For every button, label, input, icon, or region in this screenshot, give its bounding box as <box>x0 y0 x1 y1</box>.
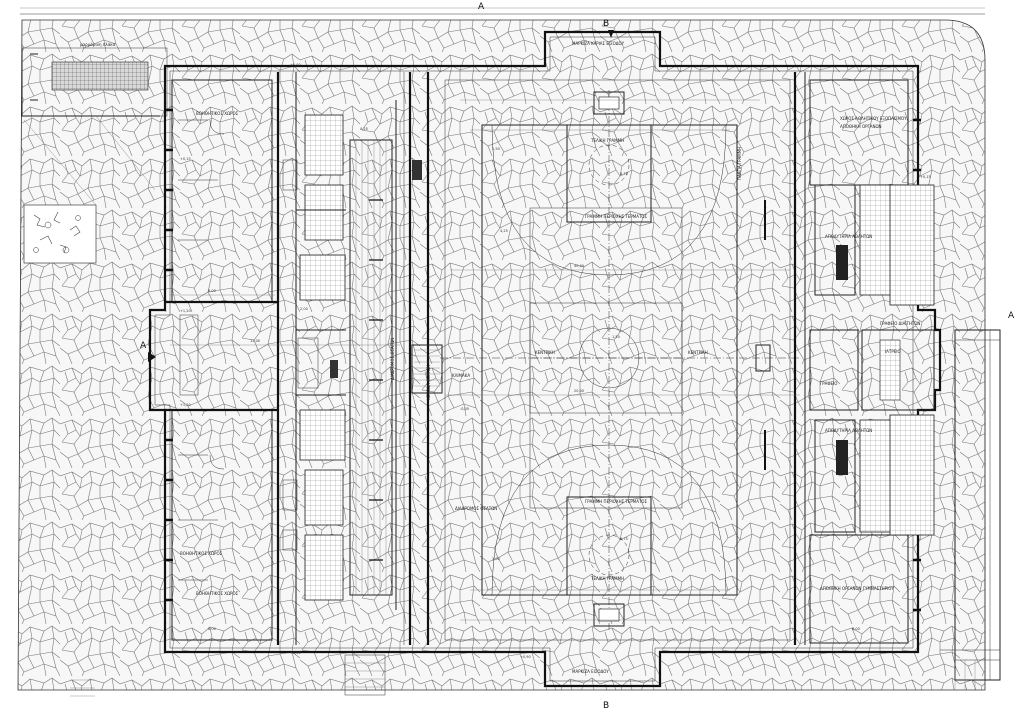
label-bottom-entrance: ΜΑΡΚΙΖΑ ΕΙΣΟΔΟΥ <box>572 669 609 674</box>
dimension-stand-depth: 4,25 <box>500 229 508 233</box>
dimension-room-width: 6,00 <box>208 289 216 293</box>
left-toilets <box>282 114 346 601</box>
label-left-room-bottom: ΒΟΗΘΗΤΙΚΟΣ ΧΩΡΟΣ <box>196 591 239 596</box>
dimension-room-width-2: 6,00 <box>208 627 216 631</box>
label-court-side-line: ΠΛΑΓΙΑ ΓΡΑΜΜΗ <box>737 147 742 180</box>
label-stand: ΚΕΡΚΙΔΑ ΘΕΑΤΩΝ <box>426 365 431 400</box>
label-right-changing-top: ΑΠΟΔΥΤΗΡΙΑ ΑΘΛΗΤΩΝ <box>825 234 872 239</box>
left-wing <box>165 72 430 645</box>
elevation-e5: +0,90 <box>520 655 531 659</box>
section-markers: A A B B A <box>140 2 1015 711</box>
label-right-referee: ΓΡΑΦΕΙΟ ΔΙΑΙΤΗΤΩΝ <box>880 321 920 326</box>
elevation-e6: +0,15 <box>920 175 931 179</box>
label-court-center-left: ΚΕΝΤΡΙΚΗ <box>535 350 555 355</box>
label-court-bottom-line: ΤΕΛΙΚΗ ΓΡΑΜΜΗ <box>590 576 624 581</box>
label-top-entrance: ΜΑΡΚΙΖΑ ΚΥΡΙΑΣ ΕΙΣΟΔΟΥ <box>572 41 625 46</box>
label-court-misc: ΔΙΑΔΡΟΜΟΣ ΘΕΑΤΩΝ <box>455 506 497 511</box>
elevation-e2: +0,15 <box>180 157 191 161</box>
section-marker-a-right: A <box>1008 311 1015 321</box>
label-court-top-line: ΤΕΛΙΚΗ ΓΡΑΜΜΗ <box>590 138 624 143</box>
planter <box>23 204 97 264</box>
elevation-e4: +1,20 <box>180 309 191 313</box>
entrance-ramp <box>21 47 168 117</box>
label-right-changing-bottom: ΑΠΟΔΥΤΗΡΙΑ ΑΘΛΗΤΩΝ <box>825 428 872 433</box>
section-marker-top-center: A <box>478 2 485 12</box>
dimension-court-width: 20,00 <box>574 389 584 393</box>
bottom-steps <box>70 654 976 697</box>
section-marker-b-top: B <box>603 19 609 29</box>
dimension-lines: 40,00 20,00 6,00 12,00 6,00 8,00 4,25 2,… <box>170 127 860 631</box>
label-stair: ΚΛΙΜΑΚΑ <box>452 373 470 378</box>
label-goal-area-top: ΓΡΑΜΜΗ ΠΕΡΙΟΧΗΣ ΤΕΡΜΑΤΟΣ <box>585 214 648 219</box>
dimension-misc2: 3,00 <box>492 557 500 561</box>
label-right-bottom-room: ΑΠΟΘΗΚΗ ΟΡΓΑΝΩΝ ΓΥΜΝΑΣΤΗΡΙΟΥ <box>820 586 894 591</box>
label-top-left-note: μαρμάρινη πλάκα <box>80 42 116 47</box>
label-right-top-room: ΧΩΡΟΣ ΑΘΛΗΤΙΚΟΥ ΕΞΟΠΛΙΣΜΟΥ <box>840 116 907 121</box>
dimension-overall-width: 12,00 <box>250 339 260 343</box>
dimension-misc6: 2,00 <box>300 307 308 311</box>
elevation-e8: +0,00 <box>290 651 301 655</box>
elevation-e1: +0,00 <box>290 63 301 67</box>
court <box>440 79 800 641</box>
dimension-misc4: 1,50 <box>612 335 620 339</box>
spectator-stands <box>349 100 443 610</box>
dimension-misc3b: 6,75 <box>620 537 628 541</box>
elevation-e7: +1,20 <box>180 403 191 407</box>
dimension-misc5: 0,25 <box>360 127 368 131</box>
elevation-e3: -0,05 <box>460 407 469 411</box>
label-court-center-right: ΚΕΝΤΡΙΚΗ <box>688 350 708 355</box>
label-left-corridor: ΔΙΑΔΡΟΜΟΣ ΘΕΑΤΩΝ <box>390 338 395 380</box>
diagonal-guides <box>23 115 156 206</box>
label-left-room-top: ΒΟΗΘΗΤΙΚΟΣ ΧΩΡΟΣ <box>196 111 239 116</box>
section-marker-a-left: A <box>140 341 147 351</box>
label-right-first-aid: ΙΑΤΡΕΙΟ <box>885 349 901 354</box>
label-goal-area-bottom: ΓΡΑΜΜΗ ΠΕΡΙΟΧΗΣ ΤΕΡΜΑΤΟΣ <box>585 499 648 504</box>
dimension-right-width: 8,00 <box>852 627 860 631</box>
right-wing <box>793 72 1001 681</box>
section-marker-b-bottom: B <box>603 701 609 711</box>
drawing-labels: ΜΑΡΚΙΖΑ ΚΥΡΙΑΣ ΕΙΣΟΔΟΥ ΜΑΡΚΙΖΑ ΕΙΣΟΔΟΥ μ… <box>80 41 920 674</box>
elevation-marks: +0,00 +0,15 -0,05 +1,20 +0,90 +0,15 +1,2… <box>180 63 931 659</box>
label-right-office: ΓΡΑΦΕΙΟ <box>820 381 837 386</box>
dimension-misc1: 2,50 <box>492 147 500 151</box>
label-left-lower: ΒΟΗΘΗΤΙΚΟΣ ΧΩΡΟΣ <box>180 551 223 556</box>
dimension-misc3: 6,75 <box>620 172 628 176</box>
label-right-top-room2: ΑΠΟΘΗΚΗ ΟΡΓΑΝΩΝ <box>840 124 882 129</box>
dimension-court-length: 40,00 <box>574 264 584 268</box>
